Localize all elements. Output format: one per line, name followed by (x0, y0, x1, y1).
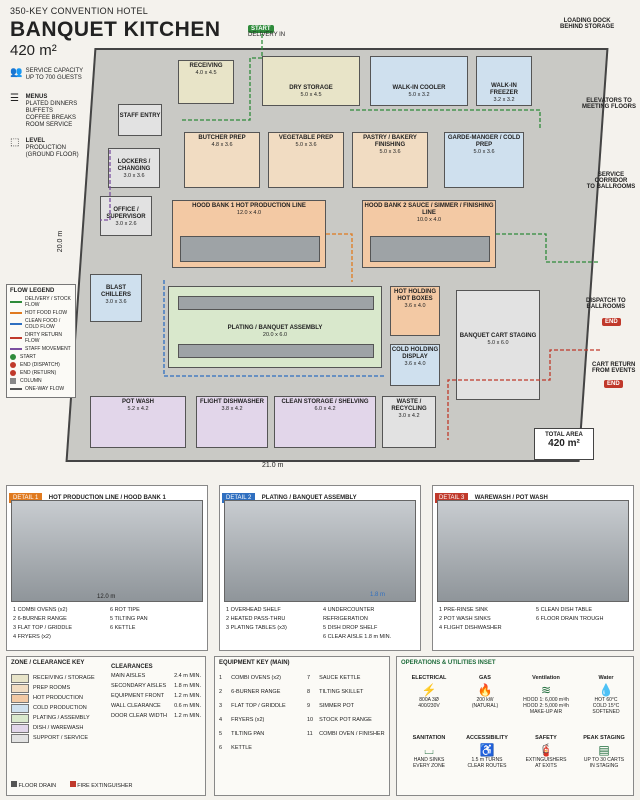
legend-end-dispatch: END (DISPATCH) (10, 362, 72, 368)
warewash-illustration (437, 500, 629, 602)
floor-drain-icon (11, 781, 17, 787)
accessibility-icon: ♿ (479, 743, 495, 757)
detail-title: WAREWASH / POT WASH (474, 495, 548, 501)
water-icon: 💧 (598, 683, 614, 697)
flow-paths (100, 34, 600, 440)
plating-table-2 (178, 344, 374, 358)
plating-illustration (224, 500, 416, 602)
detail-title: HOT PRODUCTION LINE / HOOD BANK 1 (48, 495, 166, 501)
flow-legend: FLOW LEGEND DELIVERY / STOCK FLOW HOT FO… (6, 284, 76, 398)
guests-icon: 👥 (10, 67, 23, 78)
equipment-line-2 (370, 236, 490, 262)
detail-panel-3: DETAIL 3 WAREWASH / POT WASH 1 PRE-RINSE… (432, 485, 634, 651)
legend-hot: HOT FOOD FLOW (10, 310, 72, 316)
menu-icon: ☰ (10, 93, 19, 104)
sink-icon: ⌴ (424, 743, 434, 757)
utility-gas: GAS🔥200 kW(NATURAL) (459, 675, 511, 709)
dimension-width: 21.0 m (262, 462, 284, 469)
room-staff-entry: STAFF ENTRY (118, 104, 162, 136)
legend-staff: STAFF MOVEMENT (10, 346, 72, 352)
page-title: BANQUET KITCHEN (10, 18, 221, 41)
plating-table-1 (178, 296, 374, 310)
detail-panel-2: DETAIL 2 PLATING / BANQUET ASSEMBLY 1.8 … (219, 485, 421, 651)
detail-dimension: 1.8 m (370, 592, 386, 598)
utilities-inset: OPERATIONS & UTILITIES INSET ELECTRICAL⚡… (396, 656, 634, 796)
hot-line-illustration (11, 500, 203, 602)
hotel-subtitle: 350-KEY CONVENTION HOTEL (10, 6, 149, 16)
equipment-line-1 (180, 236, 320, 262)
detail-title: PLATING / BANQUET ASSEMBLY (261, 495, 357, 501)
extinguisher-icon: 🧯 (538, 743, 554, 757)
detail-dimension: 12.0 m (97, 594, 116, 600)
fire-extinguisher-icon (69, 781, 76, 787)
detail-tag: DETAIL 3 (435, 493, 469, 503)
gas-icon: 🔥 (477, 683, 493, 697)
legend-end-return: END (RETURN) (10, 370, 72, 376)
legend-dirty: DIRTY RETURN FLOW (10, 332, 72, 344)
ventilation-icon: ≋ (540, 683, 552, 697)
zone-clearance-key: ZONE / CLEARANCE KEY RECEIVING / STORAGE… (6, 656, 206, 796)
detail-tag: DETAIL 1 (9, 493, 43, 503)
legend-clean: CLEAN FOOD / COLD FLOW (10, 318, 72, 330)
legend-start: START (10, 354, 72, 360)
total-area-box: TOTAL AREA 420 m² (534, 428, 594, 460)
end-dispatch-marker: END (602, 318, 621, 326)
level-icon: ⬚ (10, 137, 20, 148)
end-return-marker: END (604, 380, 623, 388)
cart-icon: ▤ (598, 743, 610, 757)
legend-one-way: ONE-WAY FLOW (10, 386, 72, 392)
detail-panel-1: DETAIL 1 HOT PRODUCTION LINE / HOOD BANK… (6, 485, 208, 651)
legend-column: COLUMN (10, 378, 72, 384)
kitchen-area: 420 m² (10, 42, 57, 59)
electrical-icon: ⚡ (421, 683, 437, 697)
legend-delivery: DELIVERY / STOCK FLOW (10, 296, 72, 308)
detail-tag: DETAIL 2 (222, 493, 256, 503)
